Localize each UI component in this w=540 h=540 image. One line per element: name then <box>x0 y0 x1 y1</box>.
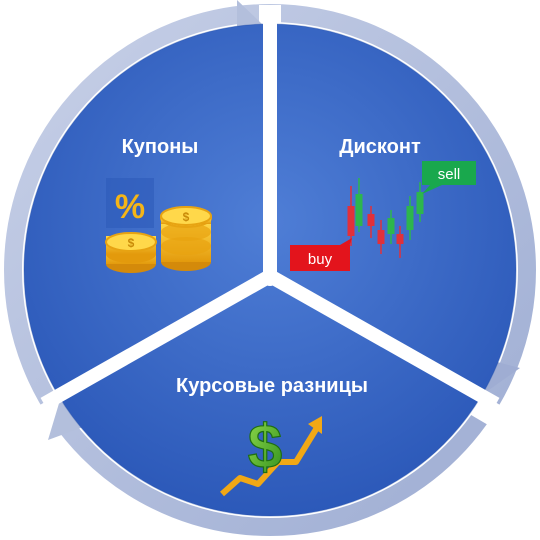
percent-sign: % <box>115 188 145 226</box>
candle-body <box>406 206 414 230</box>
candle-body <box>377 230 385 244</box>
candle-body <box>355 194 363 226</box>
arrow-head-left-icon <box>48 400 86 440</box>
sell-tag: sell <box>422 161 476 194</box>
pie <box>23 10 517 517</box>
candle-body <box>396 234 404 244</box>
sell-label: sell <box>438 166 461 183</box>
candle-body <box>416 192 424 214</box>
buy-label: buy <box>308 251 333 268</box>
svg-text:$: $ <box>128 236 135 250</box>
dollar-sign: $ <box>248 413 282 482</box>
candlestick-chart-icon: buy sell <box>290 161 476 271</box>
candle-body <box>367 214 375 226</box>
dollar-growth-icon: $ <box>220 412 322 497</box>
buy-tag: buy <box>290 238 352 271</box>
svg-text:$: $ <box>183 210 190 224</box>
candle-body <box>387 218 395 234</box>
candle-body <box>347 206 355 236</box>
coins-percent-icon: % $ $ <box>105 178 212 273</box>
segment-label-fx: Курсовые разницы <box>176 375 368 397</box>
segment-label-discount: Дисконт <box>339 136 421 158</box>
segment-label-coupons: Купоны <box>122 136 199 158</box>
